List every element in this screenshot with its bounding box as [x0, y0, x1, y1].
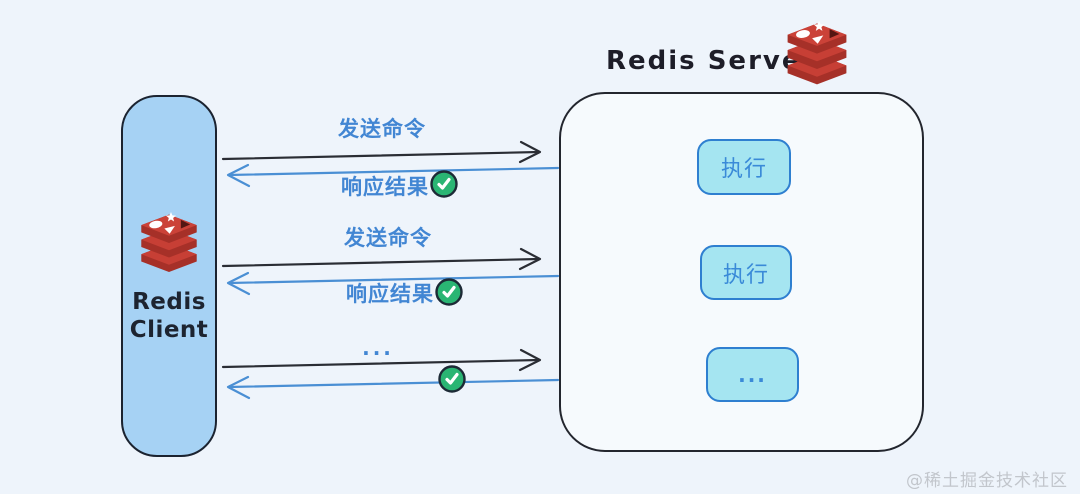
flow1-response-label: 响应结果: [341, 175, 429, 199]
client-node: Redis Client: [121, 95, 217, 457]
check-icon: [438, 365, 466, 393]
exec-label: ...: [738, 362, 767, 387]
request-arrow-3: [221, 358, 541, 369]
client-label-line2: Client: [129, 317, 209, 343]
server-title: Redis Server: [606, 46, 817, 76]
response-arrow-3: [227, 378, 560, 389]
request-arrowhead-3: [518, 348, 542, 372]
client-label: Redis Client: [130, 288, 209, 344]
flow2-response-label: 响应结果: [346, 282, 434, 306]
check-icon: [430, 170, 458, 198]
request-arrowhead-1: [518, 140, 542, 164]
flow2-request-label: 发送命令: [344, 226, 432, 250]
request-arrow-2: [221, 257, 541, 268]
request-arrow-1: [221, 150, 541, 161]
server-exec-box-2: 执行: [700, 245, 792, 300]
redis-logo-icon: [787, 20, 847, 85]
flow3-request-label: ...: [362, 336, 394, 360]
exec-label: 执行: [722, 262, 769, 288]
response-arrowhead-3: [226, 375, 251, 400]
response-arrowhead-1: [226, 163, 251, 188]
client-label-line1: Redis: [132, 289, 206, 315]
server-node: 执行 执行 ...: [559, 92, 924, 452]
response-arrowhead-2: [226, 271, 251, 296]
watermark: @稀土掘金技术社区: [906, 471, 1068, 491]
server-exec-box-1: 执行: [697, 139, 791, 195]
request-arrowhead-2: [518, 247, 542, 271]
check-icon: [435, 278, 463, 306]
server-exec-box-3: ...: [706, 347, 799, 402]
exec-label: 执行: [720, 157, 767, 182]
redis-logo-icon: [141, 211, 197, 273]
flow1-request-label: 发送命令: [338, 117, 426, 141]
